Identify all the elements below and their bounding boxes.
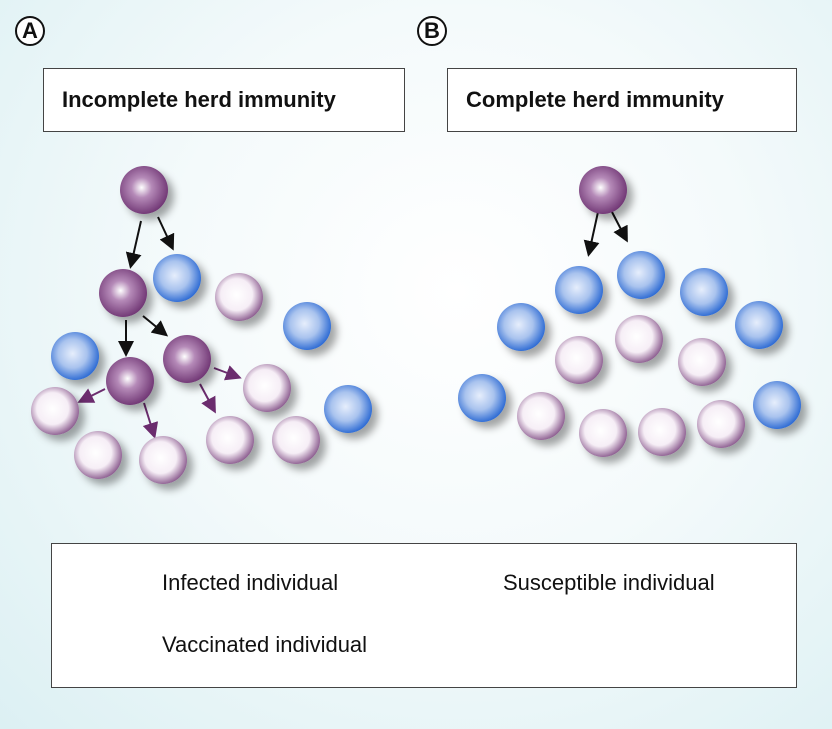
legend-infected-label: Infected individual (162, 570, 339, 595)
susceptible-individual-sphere (579, 409, 627, 457)
susceptible-individual-sphere (206, 416, 254, 464)
vaccinated-individual-sphere (51, 332, 99, 380)
panel-b-title: Complete herd immunity (447, 68, 797, 132)
vaccinated-individual-sphere (555, 266, 603, 314)
vaccinated-individual-sphere (735, 301, 783, 349)
panel-a-title: Incomplete herd immunity (43, 68, 405, 132)
susceptible-individual-sphere (638, 408, 686, 456)
susceptible-individual-sphere (215, 273, 263, 321)
vaccinated-individual-sphere (458, 374, 506, 422)
vaccinated-individual-sphere (680, 268, 728, 316)
infected-individual-sphere (163, 335, 211, 383)
transmission-arrow (583, 211, 600, 257)
vaccinated-individual-sphere (617, 251, 665, 299)
onward-transmission-arrow (199, 383, 216, 414)
susceptible-individual-sphere (272, 416, 320, 464)
vaccinated-individual-sphere (283, 302, 331, 350)
vaccinated-individual-sphere (497, 303, 545, 351)
susceptible-individual-sphere (74, 431, 122, 479)
infected-individual-sphere (579, 166, 627, 214)
onward-transmission-arrow (77, 388, 106, 403)
susceptible-individual-sphere (678, 338, 726, 386)
vaccinated-individual-sphere (153, 254, 201, 302)
onward-transmission-arrow (213, 365, 242, 381)
susceptible-individual-sphere (697, 400, 745, 448)
susceptible-individual-sphere (555, 336, 603, 384)
susceptible-individual-sphere (31, 387, 79, 435)
legend-susceptible-label: Susceptible individual (503, 570, 715, 595)
transmission-arrow (142, 315, 169, 337)
vaccinated-individual-sphere (753, 381, 801, 429)
onward-transmission-arrow (142, 402, 159, 439)
transmission-arrow (125, 220, 142, 269)
susceptible-individual-sphere (517, 392, 565, 440)
vaccinated-individual-sphere (324, 385, 372, 433)
susceptible-individual-sphere (243, 364, 291, 412)
legend-vaccinated-label: Vaccinated individual (162, 632, 368, 657)
legend (51, 543, 797, 688)
susceptible-individual-sphere (615, 315, 663, 363)
infected-individual-sphere (106, 357, 154, 405)
panel-a-label: A (15, 16, 45, 46)
transmission-arrow (611, 211, 628, 243)
panel-b-label: B (417, 16, 447, 46)
infected-individual-sphere (120, 166, 168, 214)
transmission-arrow (157, 216, 175, 251)
susceptible-individual-sphere (139, 436, 187, 484)
infected-individual-sphere (99, 269, 147, 317)
